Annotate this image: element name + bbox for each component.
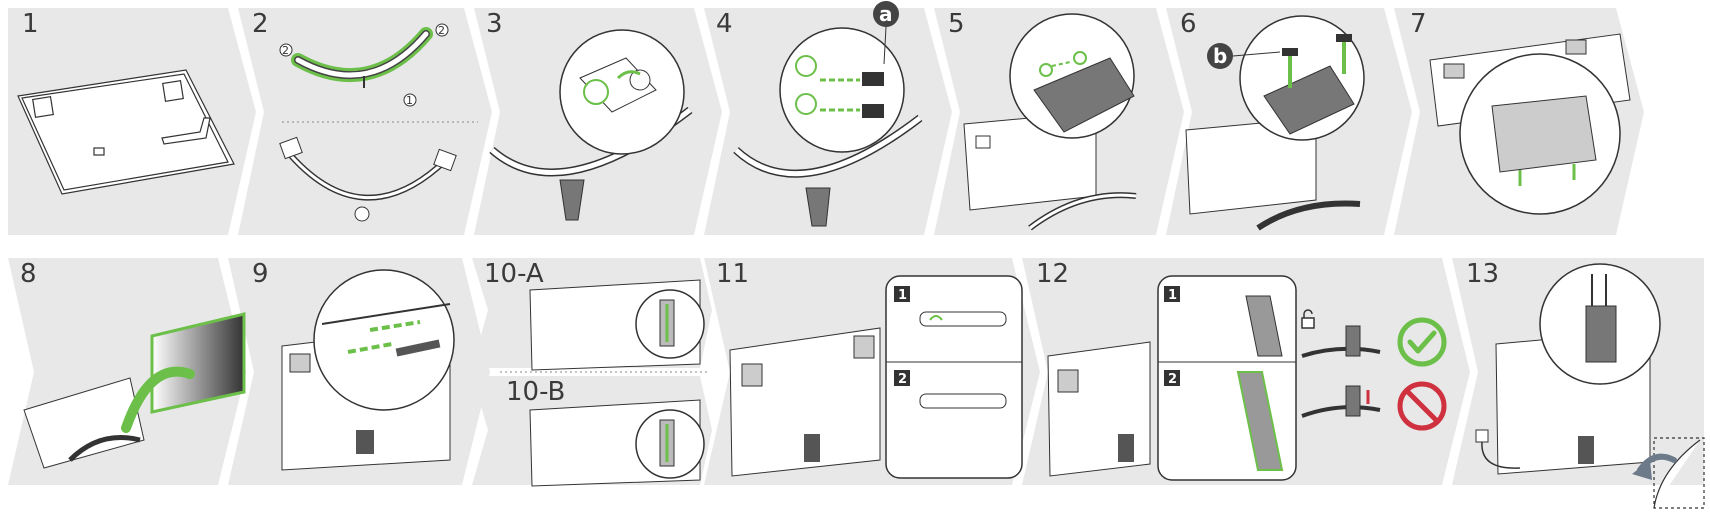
step-label-1: 1 (22, 9, 39, 39)
step-10b-illustration (529, 399, 705, 487)
step-12-illustration: 1 2 (1047, 275, 1447, 481)
step-label-12: 12 (1036, 259, 1069, 289)
step-6-illustration: b (1185, 15, 1365, 231)
step-8-illustration (23, 312, 246, 469)
step-2-mark-2-left: 2 (282, 44, 289, 57)
step-11-sub-2: 2 (898, 372, 907, 387)
step-label-8: 8 (20, 259, 37, 289)
step-1-illustration (17, 69, 235, 195)
step-11-illustration: 1 2 (729, 275, 1023, 479)
step-label-4: 4 (716, 9, 733, 39)
callout-b: b (1213, 44, 1227, 68)
step-10a-illustration (529, 279, 705, 371)
prohibit-icon (1397, 381, 1447, 431)
step-2-mark-2-right: 2 (438, 24, 445, 37)
step-label-7: 7 (1410, 9, 1427, 39)
step-11-sub-1: 1 (898, 288, 907, 303)
step-2-illustration: 2 2 1 (279, 23, 457, 222)
page-turn-icon (1632, 437, 1705, 509)
step-label-6: 6 (1180, 9, 1197, 39)
step-9-illustration (281, 269, 455, 471)
step-label-9: 9 (252, 259, 269, 289)
step-5-illustration (963, 13, 1137, 231)
step-label-2: 2 (252, 9, 269, 39)
step-12-sub-1: 1 (1168, 288, 1177, 303)
step-13-illustration (1475, 263, 1661, 475)
callout-a: a (879, 2, 893, 26)
check-icon (1397, 317, 1447, 367)
step-2-mark-1: 1 (406, 94, 413, 107)
step-label-10a: 10-A (484, 259, 544, 289)
step-4-illustration: a (733, 1, 923, 227)
step-7-illustration (1429, 33, 1631, 215)
step-label-10b: 10-B (506, 377, 565, 407)
step-12-sub-2: 2 (1168, 372, 1177, 387)
step-label-5: 5 (948, 9, 965, 39)
step-label-13: 13 (1466, 259, 1499, 289)
step-label-3: 3 (486, 9, 503, 39)
step-label-11: 11 (716, 259, 749, 289)
lock-icon (1301, 309, 1315, 329)
step-3-illustration (489, 29, 693, 221)
